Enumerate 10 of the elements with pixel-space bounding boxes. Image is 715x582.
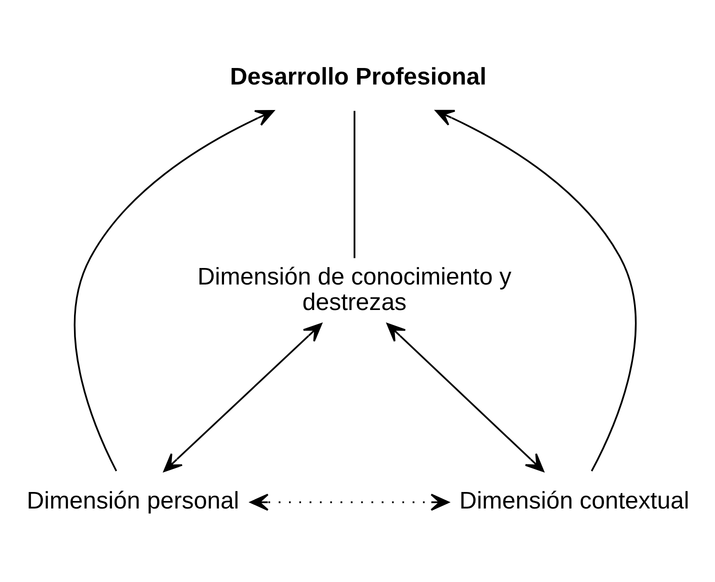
node-text: Desarrollo Profesional bbox=[230, 63, 486, 90]
arrow bbox=[250, 494, 450, 511]
node-text: Dimensión personal bbox=[26, 488, 240, 515]
arrow bbox=[163, 322, 322, 472]
node-text: Dimensión de conocimiento y destrezas bbox=[198, 263, 512, 316]
arrow bbox=[435, 110, 636, 472]
arrow bbox=[74, 110, 274, 472]
node-text: Dimensión contextual bbox=[459, 488, 690, 515]
arrow bbox=[386, 322, 544, 472]
connector bbox=[354, 110, 356, 258]
